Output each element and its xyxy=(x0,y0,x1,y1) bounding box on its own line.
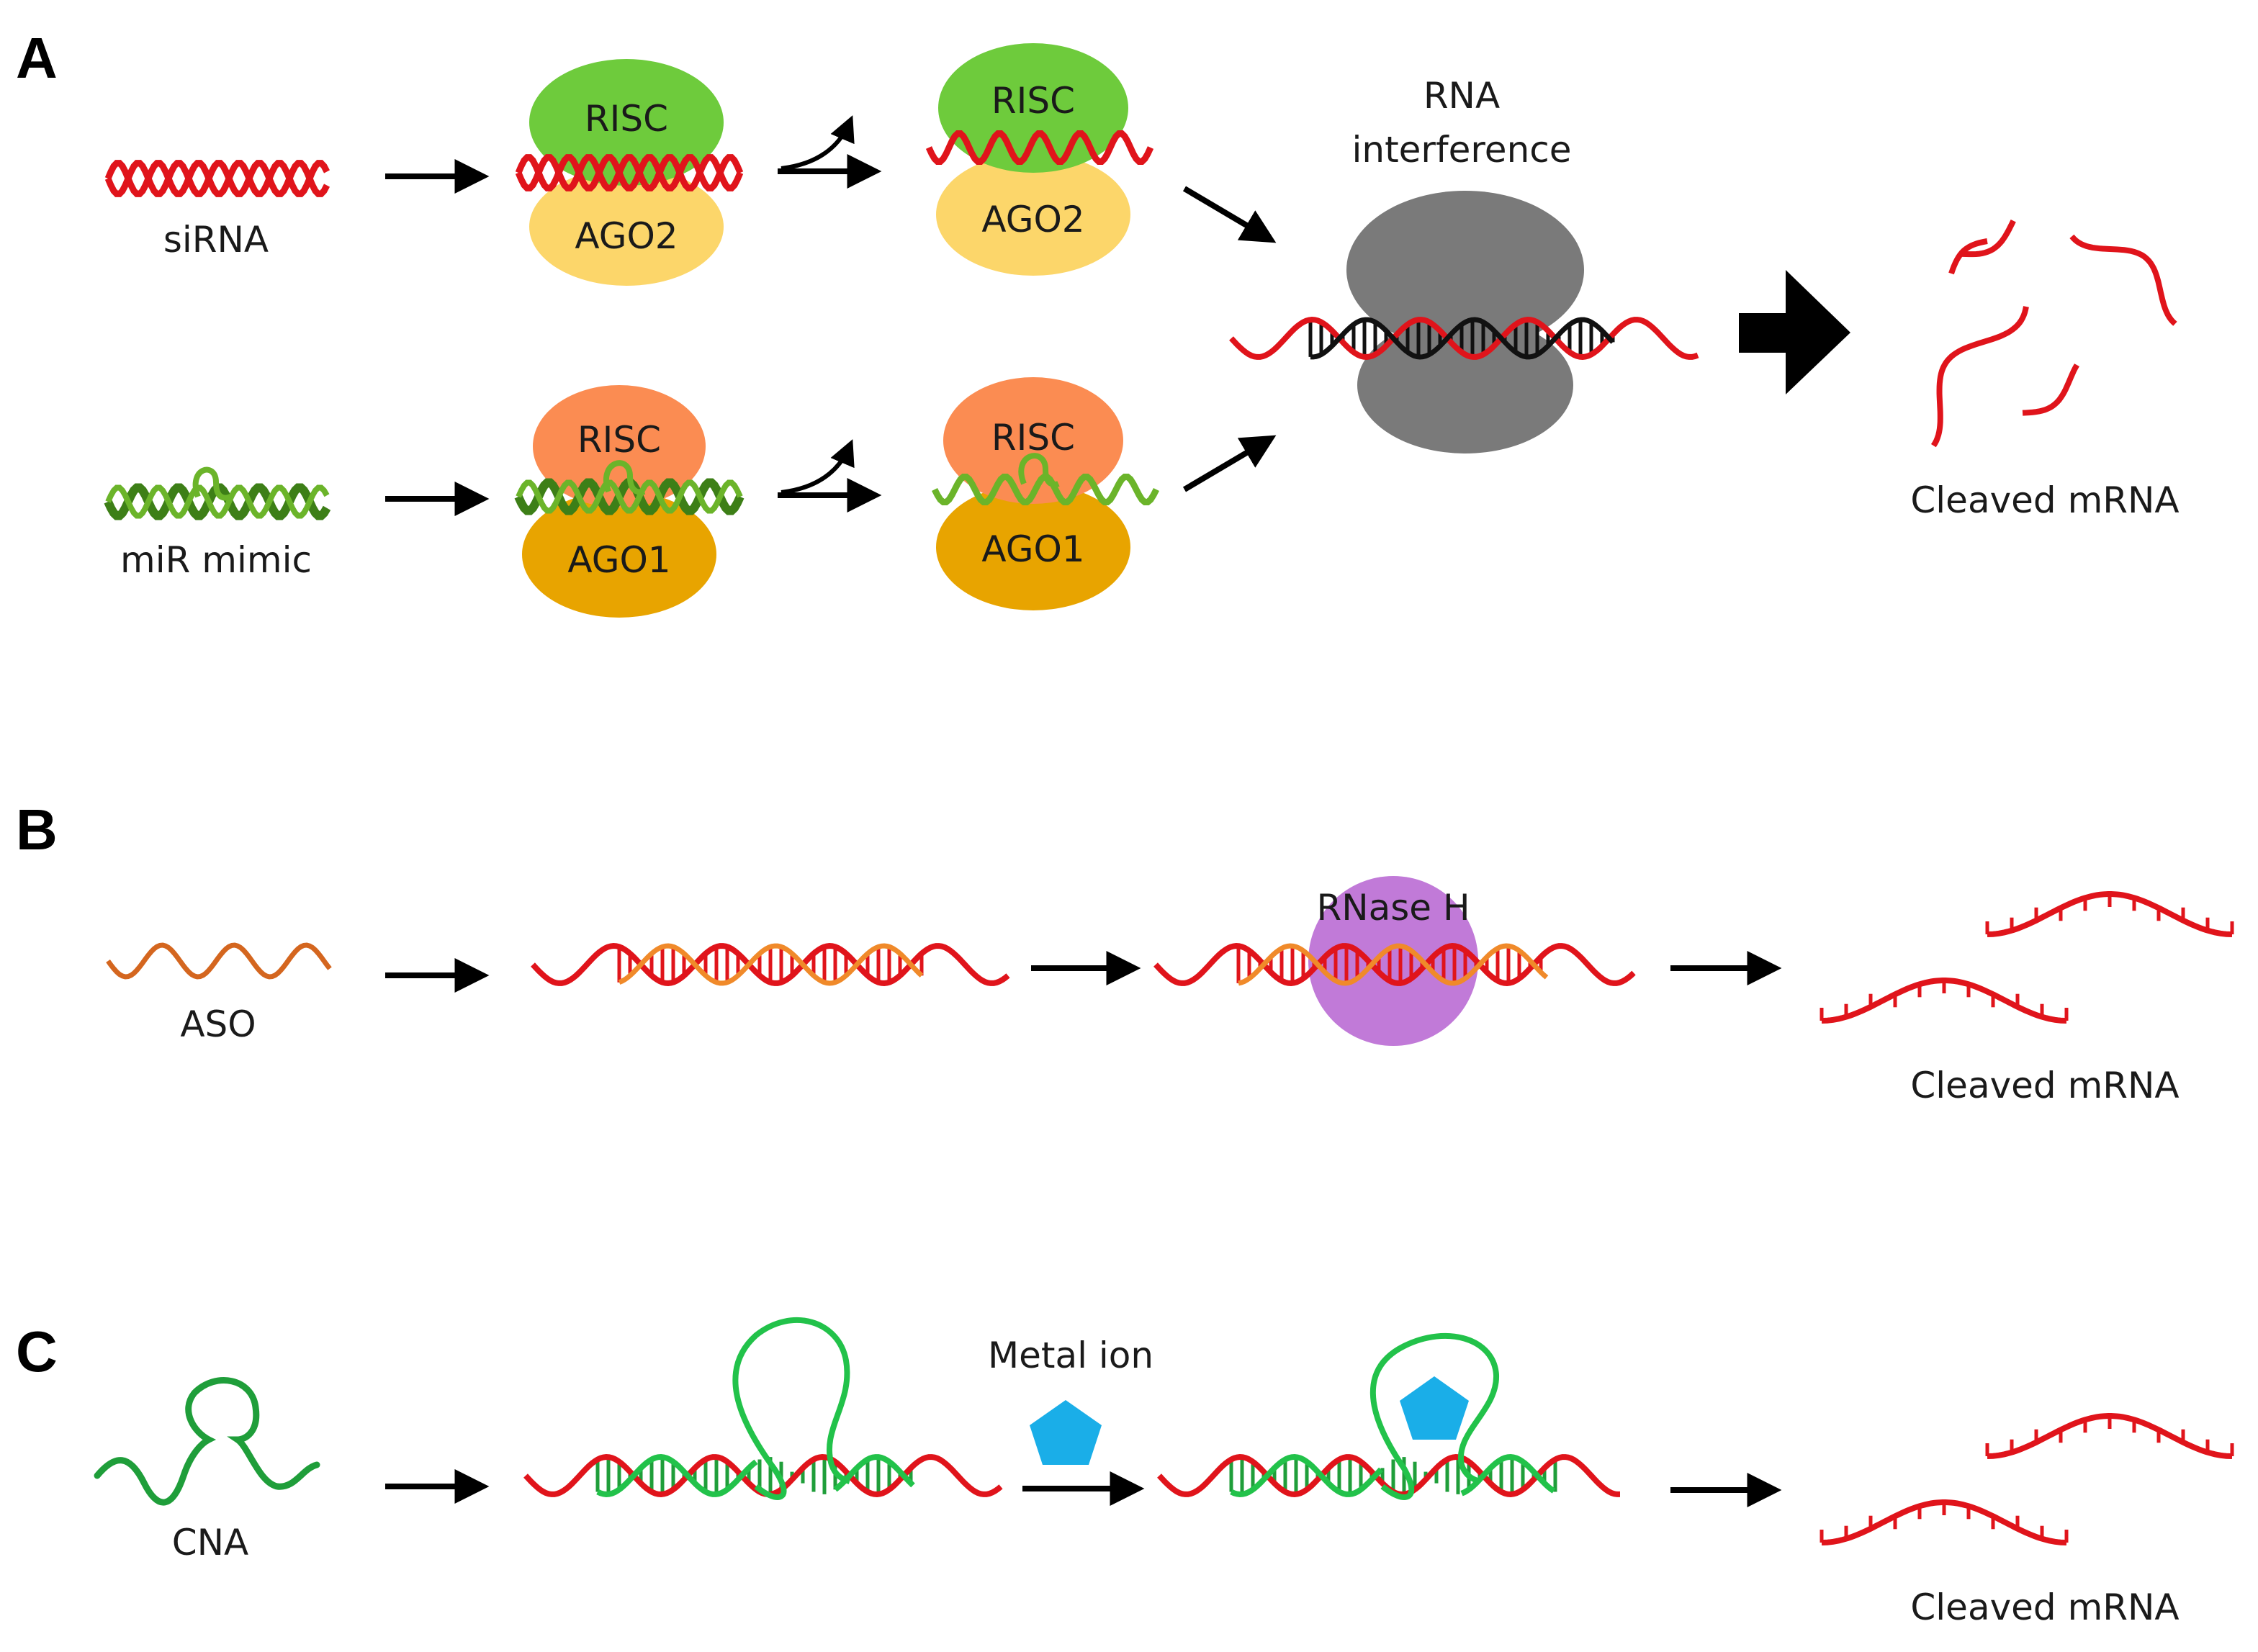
target-mrna-strand xyxy=(1229,316,1699,361)
loaded-sirna-2 xyxy=(515,154,744,191)
rnai-label-line1: RNA xyxy=(1423,75,1500,117)
rnai-label-line2: interference xyxy=(1351,129,1571,171)
cleaved-mrna-label-b: Cleaved mRNA xyxy=(1910,1065,2179,1106)
arrow-ago2-to-rnai xyxy=(1182,186,1277,243)
ribosome-lower xyxy=(1357,317,1573,453)
risc-label-1: RISC xyxy=(585,98,668,140)
risc-ago2-complex-active xyxy=(925,43,1154,276)
fragment-c2 xyxy=(1821,1499,2067,1545)
cna-mrna-metal-complex xyxy=(1157,1333,1620,1500)
fragment-a4 xyxy=(1930,306,2029,448)
ago2-blob xyxy=(936,153,1130,276)
strand-release-arrow-2 xyxy=(778,439,882,513)
risc-blob xyxy=(533,385,706,507)
cna-label: CNA xyxy=(172,1522,249,1563)
strand-release-arrow-1 xyxy=(778,115,882,189)
cleaved-mrna-fragments-b xyxy=(1820,891,2234,1024)
aso-bound-b1 xyxy=(618,943,924,986)
guide-black-strand xyxy=(1310,317,1615,360)
cna-bound-c1-left xyxy=(596,1453,758,1498)
fragment-a2 xyxy=(1958,220,2016,258)
mrna-strand-b1 xyxy=(531,942,1010,987)
risc-blob xyxy=(943,377,1123,504)
metal-ion-label: Metal ion xyxy=(988,1335,1153,1376)
ago2-blob xyxy=(529,168,724,286)
risc-label-4: RISC xyxy=(991,417,1075,459)
cna-bound-c1-right xyxy=(833,1454,915,1492)
risc-label-2: RISC xyxy=(577,419,661,461)
risc-blob xyxy=(529,59,724,186)
fragment-c1 xyxy=(1987,1413,2233,1459)
cleaved-mrna-label-a: Cleaved mRNA xyxy=(1910,479,2179,521)
cna-mrna-duplex xyxy=(523,1317,1003,1500)
fragment-a5 xyxy=(2022,364,2079,416)
metal-ion-free xyxy=(1030,1400,1102,1465)
panel-b-label: B xyxy=(16,798,58,862)
sirna-duplex xyxy=(104,160,330,197)
ago1-label-1: AGO1 xyxy=(567,539,670,581)
duplex-rungs-b2 xyxy=(1236,946,1543,983)
mrna-strand-b2 xyxy=(1153,942,1636,987)
duplex-rungs-b1 xyxy=(617,947,924,983)
cna-loop-c2 xyxy=(1369,1333,1500,1500)
rnai-complex xyxy=(1229,191,1699,453)
sirna-label: siRNA xyxy=(163,219,269,261)
risc-ago2-complex-loading xyxy=(515,59,744,286)
mimic-strand-2 xyxy=(105,484,330,519)
arrow-ago1-to-rnai xyxy=(1182,435,1277,492)
cna-loop-c1 xyxy=(732,1317,851,1500)
risc-ago1-complex-active xyxy=(931,377,1160,610)
sirna-strand-2 xyxy=(104,160,330,197)
risc-ago1-complex-loading xyxy=(514,385,745,618)
panel-a-label: A xyxy=(16,26,58,90)
rnaseh-blob xyxy=(1308,876,1478,1046)
metal-ion-pentagon-2 xyxy=(1400,1376,1469,1440)
risc-blob xyxy=(938,43,1128,173)
loaded-mimic-loop xyxy=(603,460,646,495)
aso-mrna-duplex xyxy=(531,942,1010,987)
rnaseh-complex xyxy=(1153,876,1636,1046)
ago2-label-1: AGO2 xyxy=(575,215,678,257)
cna-strand xyxy=(94,1377,320,1506)
duplex-rungs-c1 xyxy=(595,1457,913,1494)
cna-molecule xyxy=(94,1377,320,1506)
aso-label: ASO xyxy=(180,1003,256,1045)
fragment-b2 xyxy=(1821,978,2067,1024)
cleaved-mrna-fragments-c xyxy=(1820,1413,2234,1545)
ago1-blob xyxy=(522,491,716,618)
rnaseh-label: RNase H xyxy=(1316,887,1470,929)
panel-c-label: C xyxy=(16,1319,58,1384)
cleaved-mrna-fragments-a xyxy=(1930,220,2177,448)
aso-bound-b2 xyxy=(1238,943,1549,986)
mir-mimic-label: miR mimic xyxy=(120,539,312,581)
loaded-sirna-1 xyxy=(515,154,744,191)
ago1-label-2: AGO1 xyxy=(981,528,1084,570)
ago1-blob xyxy=(936,484,1130,610)
ribosome-upper xyxy=(1346,191,1584,349)
ago2-label-2: AGO2 xyxy=(981,199,1084,240)
fragment-a1 xyxy=(1948,238,1988,275)
guide-strand-ago2 xyxy=(925,130,1154,165)
cna-bound-c2-left xyxy=(1230,1453,1383,1498)
metal-ion-pentagon-1 xyxy=(1030,1400,1102,1465)
big-arrow-cleavage xyxy=(1739,270,1850,394)
fragment-b1 xyxy=(1987,891,2233,937)
cna-bound-c2-right xyxy=(1460,1453,1556,1497)
risc-label-3: RISC xyxy=(991,80,1075,122)
loaded-mimic-2 xyxy=(516,479,743,514)
fragment-a3 xyxy=(2069,234,2177,326)
guide-loop-ago1 xyxy=(1018,453,1060,488)
mir-mimic-duplex xyxy=(104,466,331,520)
cleaved-mrna-label-c: Cleaved mRNA xyxy=(1910,1586,2179,1628)
mimic-loop xyxy=(192,466,232,501)
aso-strand xyxy=(106,942,332,980)
